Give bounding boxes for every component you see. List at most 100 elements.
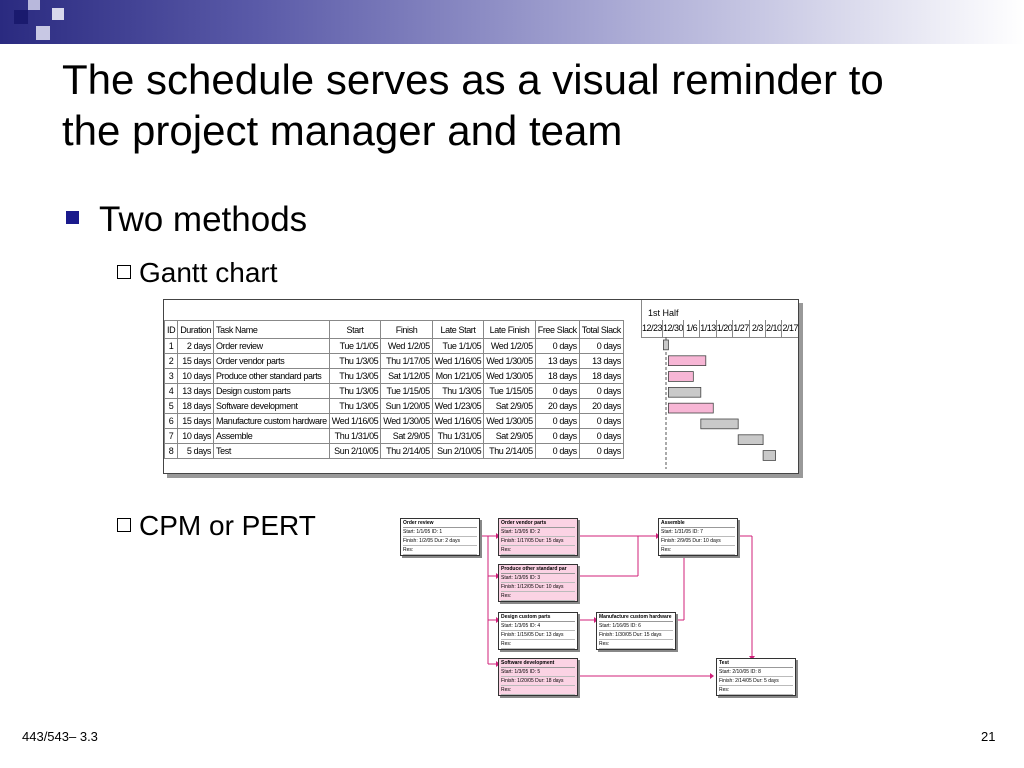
deco-square <box>36 26 50 40</box>
gantt-bar <box>663 339 669 351</box>
node-detail: Start: 1/3/05 ID: 4 <box>501 622 575 631</box>
node-detail: Start: 1/3/05 ID: 5 <box>501 668 575 677</box>
page-number: 21 <box>981 729 996 744</box>
table-cell: Order vendor parts <box>213 353 330 369</box>
table-cell: Wed 1/2/05 <box>483 338 536 354</box>
node-detail: Finish: 2/14/05 Dur: 5 days <box>719 677 793 686</box>
table-cell: 0 days <box>534 338 580 354</box>
bullet-text: Two methods <box>99 200 308 239</box>
node-detail: Finish: 1/17/05 Dur: 15 days <box>501 537 575 546</box>
table-cell: 13 days <box>177 383 215 399</box>
node-title: Manufacture custom hardware <box>599 614 673 622</box>
node-detail: Start: 1/1/05 ID: 1 <box>403 528 477 537</box>
gantt-table: ID Duration Task Name Start Finish Late … <box>163 320 624 459</box>
page-title: The schedule serves as a visual reminder… <box>62 54 1002 156</box>
table-cell: Wed 1/30/05 <box>483 413 536 429</box>
gantt-header-row: ID Duration Task Name Start Finish Late … <box>163 320 624 339</box>
node-detail: Start: 1/3/05 ID: 3 <box>501 574 575 583</box>
col-header: Total Slack <box>578 320 624 339</box>
gantt-bars <box>663 337 776 469</box>
node-title: Produce other standard par <box>501 565 575 574</box>
table-cell: Design custom parts <box>213 383 330 399</box>
table-cell: 0 days <box>578 413 624 429</box>
table-cell: Wed 1/16/05 <box>431 413 485 429</box>
date-tick-label: 1/13 <box>699 320 716 337</box>
table-cell: Assemble <box>213 428 330 444</box>
node-title: Design custom parts <box>501 613 575 622</box>
title-line-2: the project manager and team <box>62 107 623 154</box>
bullet-level-1: Two methods <box>66 198 307 242</box>
table-cell: Thu 1/31/05 <box>328 428 382 444</box>
table-cell: 0 days <box>534 443 580 459</box>
table-cell: Order review <box>213 338 330 354</box>
bullet-level-2-gantt: Gantt chart <box>117 256 278 290</box>
table-cell: 10 days <box>177 368 215 384</box>
gantt-bar <box>668 371 694 382</box>
table-cell: Produce other standard parts <box>213 368 330 384</box>
table-cell: 15 days <box>177 353 215 369</box>
col-header: Finish <box>380 320 433 339</box>
col-header: Late Start <box>431 320 485 339</box>
bullet-text: CPM or PERT <box>139 510 316 541</box>
hollow-square-icon <box>117 264 131 279</box>
gantt-timescale-header: 1st Half <box>641 300 799 320</box>
table-cell: 3 <box>163 368 179 384</box>
table-cell: 13 days <box>578 353 624 369</box>
table-cell: Wed 1/30/05 <box>483 353 536 369</box>
gantt-bar <box>668 387 702 398</box>
table-cell: 0 days <box>578 338 624 354</box>
table-cell: 0 days <box>578 443 624 459</box>
node-detail: Res: <box>501 640 575 649</box>
date-tick-label: 2/10 <box>764 320 782 337</box>
date-tick-label: 1/6 <box>683 320 699 337</box>
table-cell: 18 days <box>534 368 580 384</box>
gantt-bar <box>668 355 707 366</box>
table-cell: Thu 1/17/05 <box>380 353 433 369</box>
node-title: Software development <box>501 659 575 668</box>
bullet-text: Gantt chart <box>139 257 278 288</box>
date-tick-label: 1/20 <box>715 320 733 337</box>
date-tick-label: 12/23 <box>641 320 663 337</box>
table-cell: 18 days <box>578 368 624 384</box>
table-cell: 13 days <box>534 353 580 369</box>
node-title: Order review <box>403 519 477 528</box>
col-header: ID <box>163 320 179 339</box>
node-detail: Start: 1/3/05 ID: 2 <box>501 528 575 537</box>
table-cell: Wed 1/16/05 <box>328 413 382 429</box>
node-detail: Finish: 1/30/05 Dur: 15 days <box>599 631 673 640</box>
table-cell: Thu 1/3/05 <box>328 398 382 414</box>
date-tick-label: 2/3 <box>748 320 765 337</box>
node-detail: Finish: 2/9/05 Dur: 10 days <box>661 537 735 546</box>
table-cell: Wed 1/23/05 <box>431 398 485 414</box>
node-detail: Res: <box>501 546 575 555</box>
col-header: Task Name <box>213 320 330 339</box>
table-cell: Sat 2/9/05 <box>483 398 536 414</box>
date-tick-label: 1/27 <box>732 320 749 337</box>
table-cell: 4 <box>163 383 179 399</box>
table-cell: 20 days <box>534 398 580 414</box>
table-cell: 0 days <box>534 383 580 399</box>
table-cell: Mon 1/21/05 <box>431 368 485 384</box>
node-detail: Finish: 1/12/05 Dur: 10 days <box>501 583 575 592</box>
hollow-square-icon <box>117 517 131 532</box>
deco-square <box>28 0 40 10</box>
gantt-chart: ID Duration Task Name Start Finish Late … <box>163 299 799 474</box>
node-detail: Finish: 1/2/05 Dur: 2 days <box>403 537 477 546</box>
node-detail: Res: <box>501 686 575 695</box>
table-cell: 10 days <box>177 428 215 444</box>
table-cell: Test <box>213 443 330 459</box>
deco-square <box>14 10 28 24</box>
node-detail: Res: <box>403 546 477 555</box>
date-tick-label: 2/17 <box>781 320 798 337</box>
